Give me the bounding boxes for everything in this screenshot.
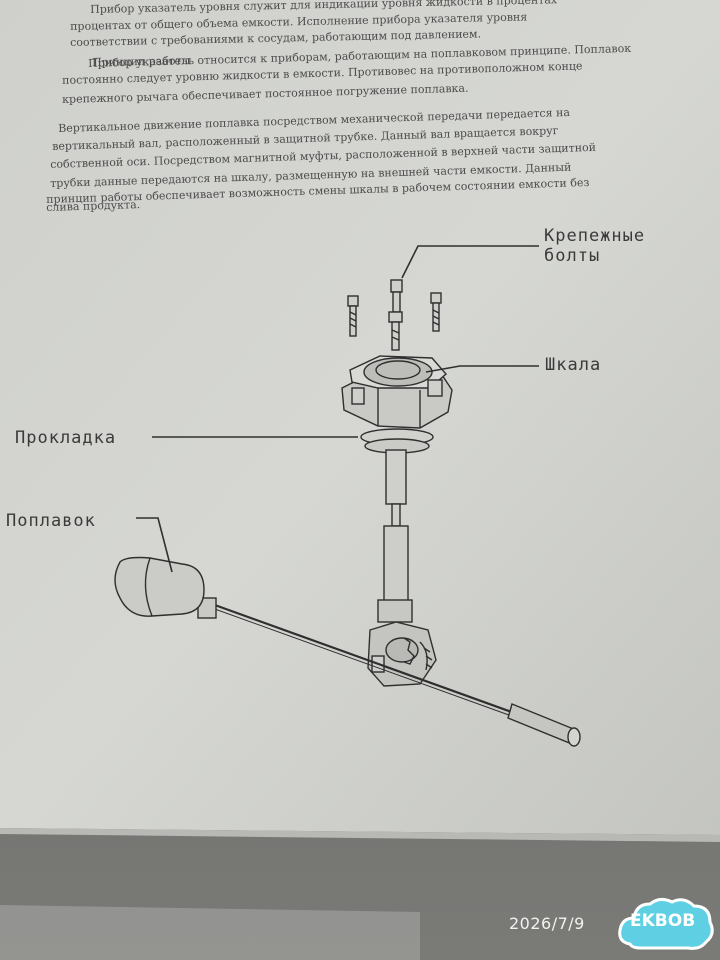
gauge-head xyxy=(341,355,453,429)
label-scale: Шкала xyxy=(545,355,602,375)
float xyxy=(114,556,217,619)
leader-lines xyxy=(136,245,539,573)
label-mounting-bolts-line2: болты xyxy=(544,246,601,266)
photo-timestamp: 2026/7/9 xyxy=(509,914,585,933)
mounting-bolt-left xyxy=(347,295,359,337)
guide-tube-lower xyxy=(383,525,409,603)
mounting-bolt-center xyxy=(388,279,403,351)
mounting-bolt-right xyxy=(430,292,442,332)
guide-tube-upper xyxy=(385,449,407,505)
watermark-cloud-icon xyxy=(618,897,714,950)
label-float: Поплавок xyxy=(6,511,96,531)
label-gasket: Прокладка xyxy=(15,428,117,448)
float-level-gauge-drawing xyxy=(114,245,581,747)
counterweight xyxy=(507,703,581,747)
float-lever xyxy=(211,602,521,717)
watermark-text: EKBOB xyxy=(630,911,696,931)
paragraph-line: слива продукта. xyxy=(46,198,141,214)
label-mounting-bolts: Крепежные xyxy=(544,226,646,246)
